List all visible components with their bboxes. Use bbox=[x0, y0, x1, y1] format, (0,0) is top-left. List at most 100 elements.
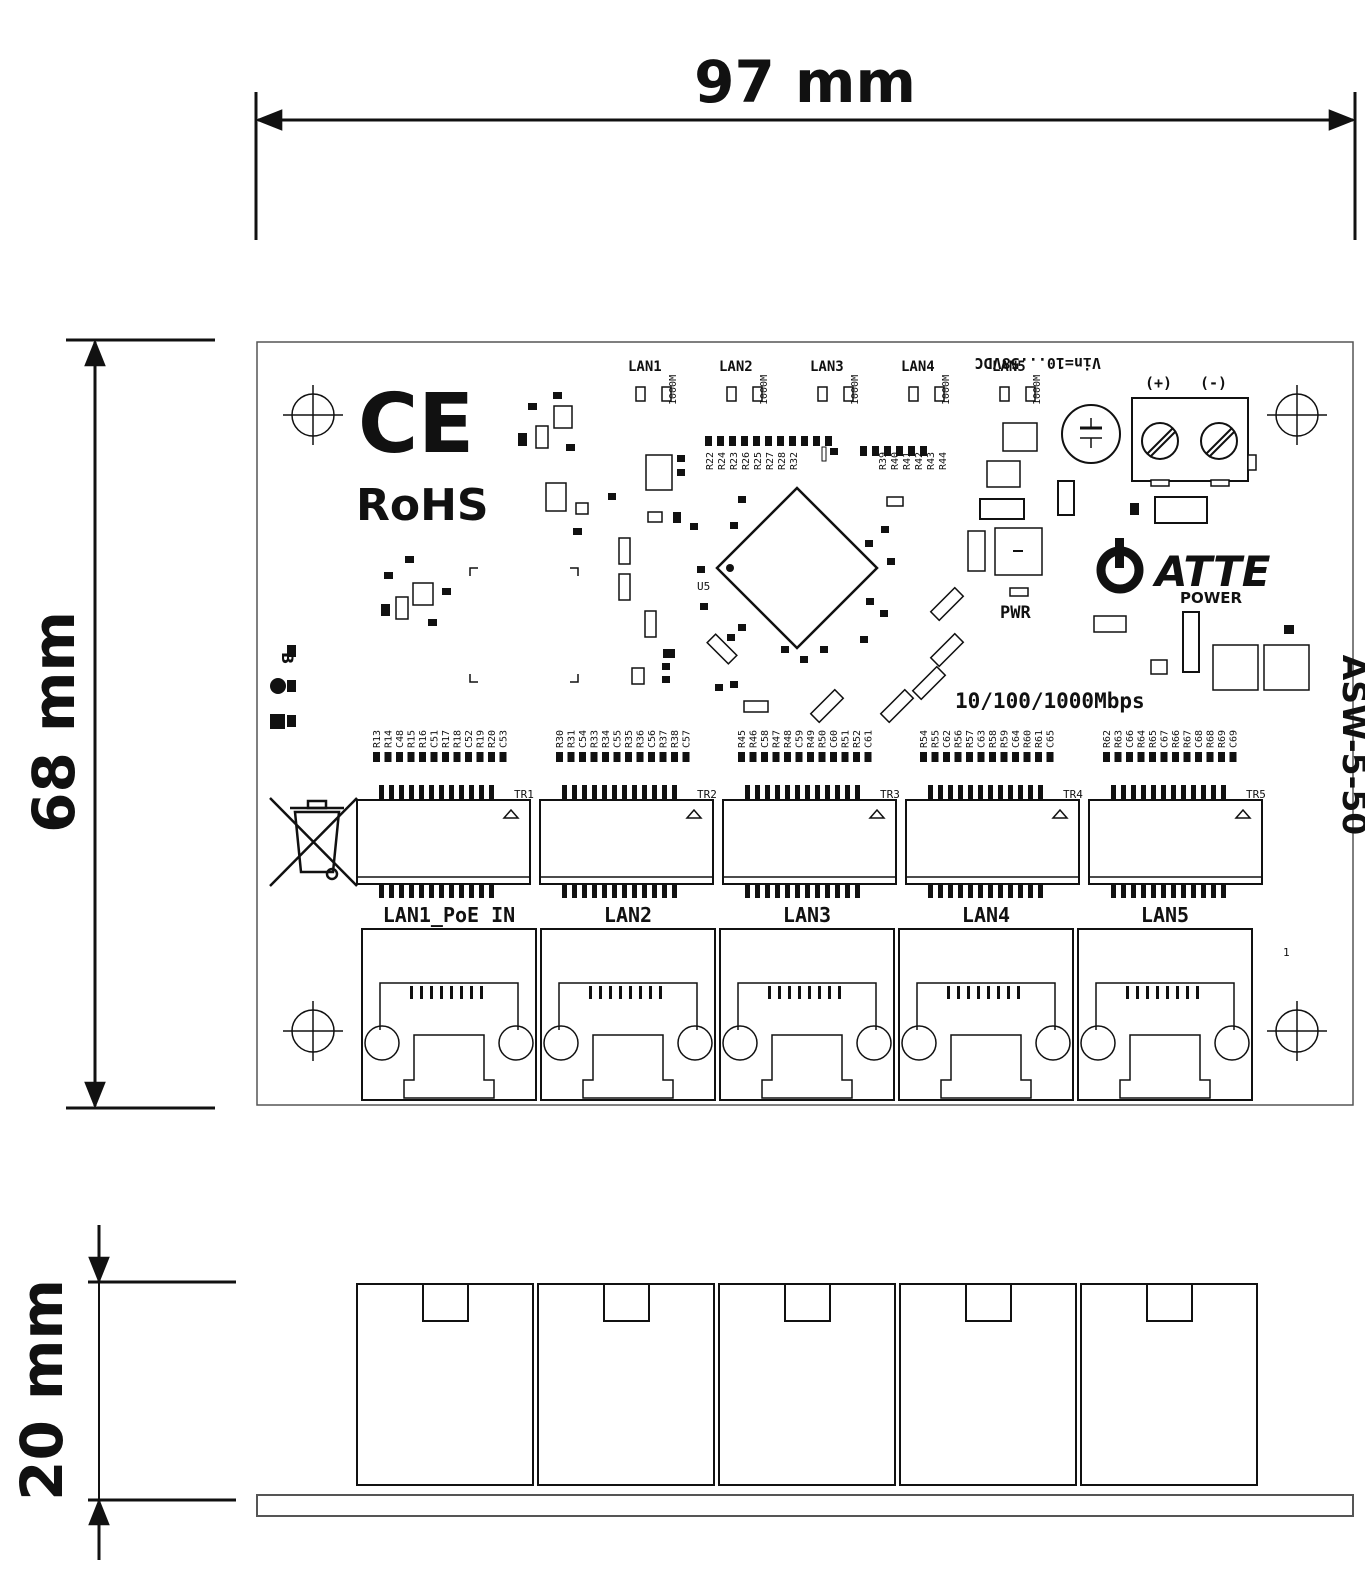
resistor-label: C63 bbox=[977, 730, 988, 748]
resistor-pad bbox=[465, 752, 472, 762]
config-jumpers: B bbox=[270, 645, 297, 729]
led-label: LAN3 bbox=[810, 359, 844, 375]
resistor-label: R14 bbox=[384, 730, 395, 748]
resistor-pad bbox=[476, 752, 484, 762]
top-resistor-label: R43 bbox=[926, 452, 937, 470]
minus-label: (-) bbox=[1200, 374, 1227, 392]
resistor-label: R69 bbox=[1217, 730, 1228, 748]
side-view-ports bbox=[356, 1283, 1258, 1486]
resistor-pad bbox=[671, 752, 678, 762]
resistor-pad bbox=[989, 752, 996, 762]
top-resistor-label: R27 bbox=[765, 452, 776, 470]
led-speed-label: 1000M bbox=[850, 375, 861, 405]
resistor-label: R47 bbox=[772, 730, 783, 748]
terminal-block bbox=[1131, 397, 1249, 482]
resistor-label: R52 bbox=[852, 730, 863, 748]
resistor-label: R30 bbox=[555, 730, 566, 748]
side-port-1 bbox=[356, 1283, 534, 1486]
power-input-label: Vin=10...58VDC bbox=[975, 354, 1101, 372]
resistor-label: R68 bbox=[1206, 730, 1217, 748]
height-dimension: 68 mm bbox=[20, 338, 215, 1110]
resistor-label: R61 bbox=[1034, 730, 1045, 748]
resistor-pad bbox=[407, 752, 415, 762]
top-resistor-label: R22 bbox=[705, 452, 716, 470]
resistor-pad bbox=[931, 752, 939, 762]
resistor-pad bbox=[784, 752, 791, 762]
resistor-label: R18 bbox=[453, 730, 464, 748]
resistor-pad bbox=[818, 752, 826, 762]
resistor-pad bbox=[602, 752, 609, 762]
resistor-label: R56 bbox=[954, 730, 965, 748]
mounting-hole-tr bbox=[1267, 385, 1327, 445]
resistor-pad bbox=[1046, 752, 1054, 762]
resistor-pad bbox=[567, 752, 575, 762]
transformer-label: TR1 bbox=[514, 788, 534, 801]
resistor-label: C66 bbox=[1125, 730, 1136, 748]
resistor-label: C60 bbox=[829, 730, 840, 748]
resistor-pad bbox=[1206, 752, 1214, 762]
led-speed-label: 1000M bbox=[1032, 375, 1043, 405]
depth-dimension: 20 mm bbox=[8, 1225, 236, 1560]
width-label: 97 mm bbox=[694, 48, 916, 116]
resistor-label: R35 bbox=[624, 730, 635, 748]
top-resistor-label: R44 bbox=[938, 452, 949, 470]
resistor-pad bbox=[1126, 752, 1133, 762]
resistor-pad bbox=[1183, 752, 1191, 762]
resistor-pad bbox=[659, 752, 667, 762]
resistor-label: R34 bbox=[601, 730, 612, 748]
speed-label: 10/100/1000Mbps bbox=[955, 689, 1145, 713]
resistor-pad bbox=[499, 752, 507, 762]
resistor-pad bbox=[864, 752, 872, 762]
resistor-label: R36 bbox=[636, 730, 647, 748]
top-resistor-label: R42 bbox=[914, 452, 925, 470]
resistor-label: C69 bbox=[1229, 730, 1240, 748]
terminal-screw-minus bbox=[1200, 422, 1238, 460]
resistor-label: C57 bbox=[682, 730, 693, 748]
resistor-label: C55 bbox=[613, 730, 624, 748]
transformer-label: TR5 bbox=[1246, 788, 1266, 801]
resistor-label: R16 bbox=[418, 730, 429, 748]
top-resistor-label: R26 bbox=[741, 452, 752, 470]
resistor-label: R48 bbox=[783, 730, 794, 748]
brand-sub: POWER bbox=[1180, 589, 1243, 607]
resistor-pad bbox=[749, 752, 757, 762]
rj45-port-5: LAN5 bbox=[1077, 903, 1253, 1101]
resistor-pad bbox=[830, 752, 837, 762]
resistor-pad bbox=[1000, 752, 1008, 762]
resistor-pad bbox=[977, 752, 985, 762]
mounting-hole-br bbox=[1267, 1001, 1327, 1061]
led-diodes bbox=[809, 586, 965, 724]
resistor-label: R50 bbox=[818, 730, 829, 748]
resistor-pad bbox=[1035, 752, 1042, 762]
resistor-pad bbox=[920, 752, 927, 762]
resistor-label: C54 bbox=[578, 730, 589, 748]
resistor-label: R46 bbox=[749, 730, 760, 748]
resistor-pad bbox=[682, 752, 690, 762]
port-label: LAN5 bbox=[1141, 903, 1189, 927]
chip-label: U5 bbox=[697, 580, 710, 593]
transformer-3: TR3 bbox=[722, 785, 900, 898]
rj45-port-4: LAN4 bbox=[898, 903, 1074, 1101]
resistor-label: R63 bbox=[1114, 730, 1125, 748]
resistor-label: C65 bbox=[1046, 730, 1057, 748]
rj45-port-1: LAN1_PoE IN bbox=[361, 903, 537, 1101]
resistor-label: R54 bbox=[919, 730, 930, 748]
component-pads bbox=[381, 392, 904, 713]
plus-label: (+) bbox=[1145, 374, 1172, 392]
resistor-label: R66 bbox=[1171, 730, 1182, 748]
transformer-label: TR3 bbox=[880, 788, 900, 801]
resistor-pad bbox=[761, 752, 768, 762]
resistor-pad bbox=[430, 752, 438, 762]
resistor-pad bbox=[954, 752, 962, 762]
rj45-port-3: LAN3 bbox=[719, 903, 895, 1101]
resistor-pad bbox=[1149, 752, 1156, 762]
side-port-4 bbox=[899, 1283, 1077, 1486]
top-resistor-label: R40 bbox=[890, 452, 901, 470]
mounting-hole-tl bbox=[283, 385, 343, 445]
resistor-label: R58 bbox=[988, 730, 999, 748]
